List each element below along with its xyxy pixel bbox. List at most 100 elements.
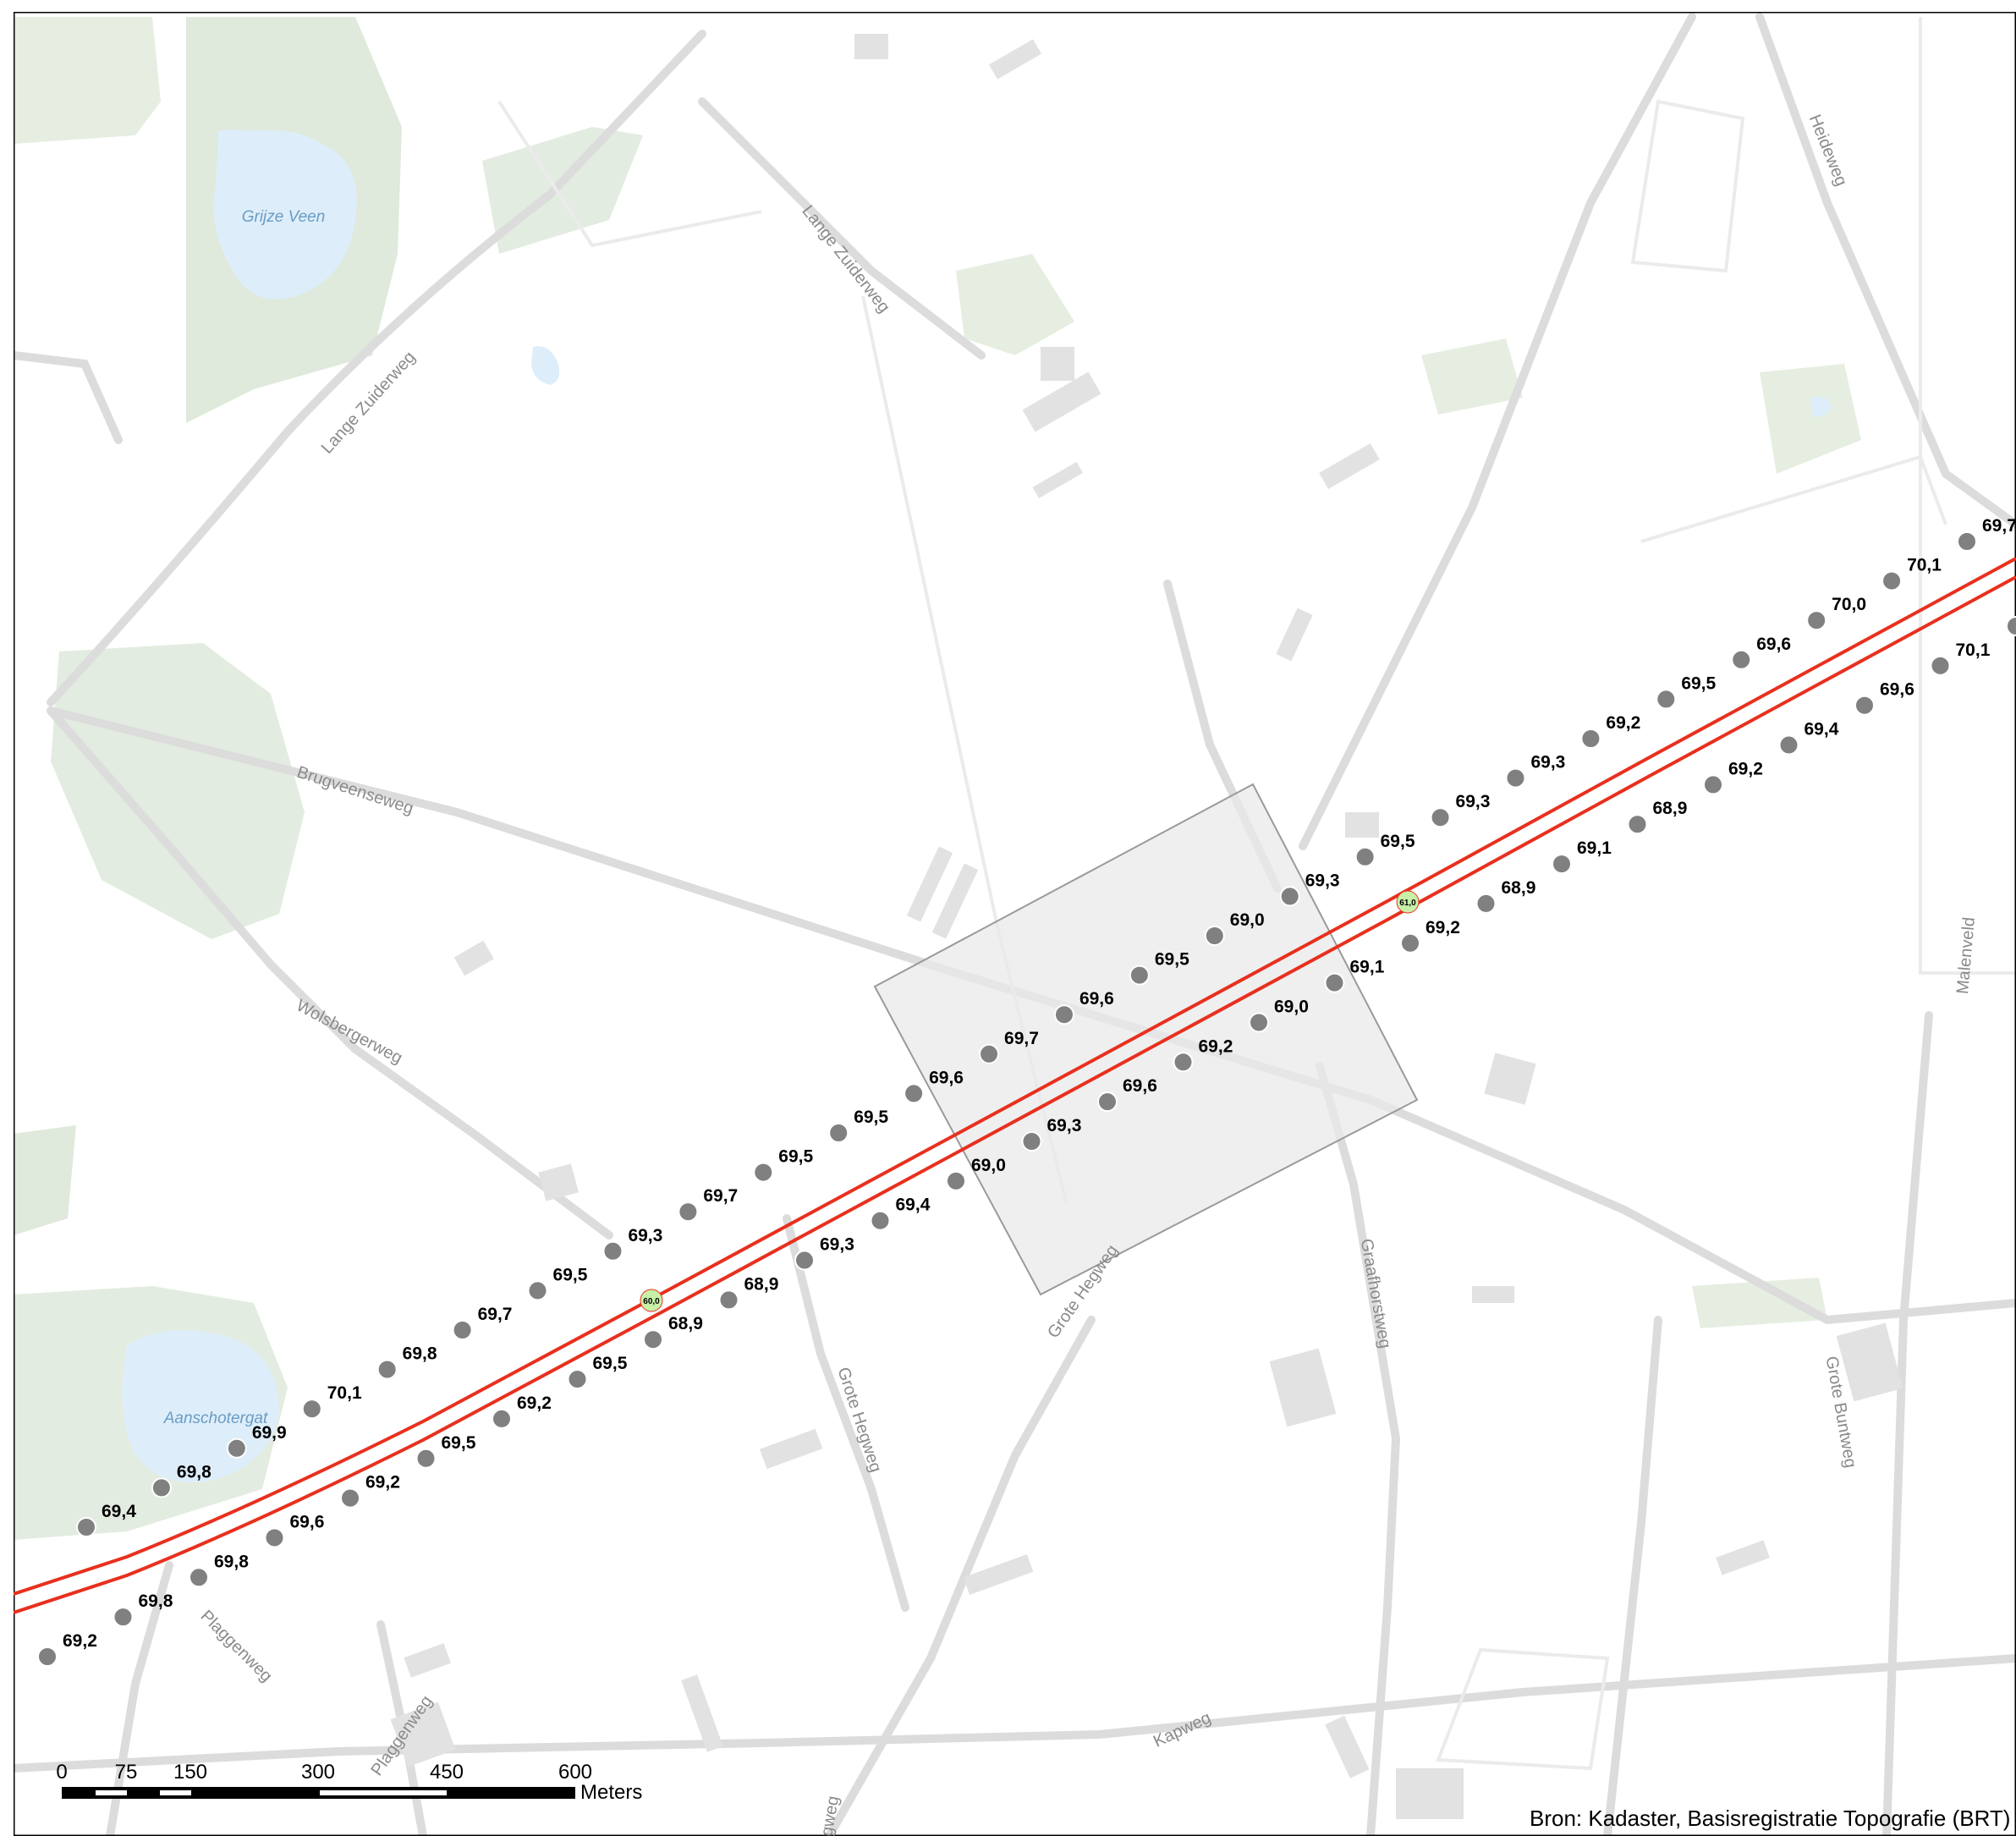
north-point-marker [1505,767,1526,789]
south-point-value: 69,2 [1199,1036,1233,1056]
north-point-value: 69,5 [1381,832,1415,851]
north-point-value: 69,4 [102,1502,136,1521]
south-point-marker [1097,1091,1118,1113]
north-point-value: 69,7 [1982,516,2016,536]
south-point-value: 69,3 [820,1235,854,1255]
north-point-value: 70,1 [1907,556,1942,575]
north-point-marker [1129,965,1150,986]
reference-point-marker [1396,890,1420,914]
north-point-value: 69,7 [478,1305,513,1324]
south-point-value: 68,9 [1502,878,1536,898]
north-point-marker [979,1043,1000,1064]
reference-point-marker [640,1289,663,1312]
south-point-value: 69,0 [1274,997,1309,1016]
north-point-marker [376,1359,398,1380]
south-point-marker [1627,814,1648,835]
south-point-marker [1400,932,1420,954]
south-point-value: 68,9 [744,1274,779,1294]
scale-tick-label: 75 [115,1761,138,1784]
north-point-value: 69,3 [1305,871,1340,890]
south-point-value: 69,4 [1805,720,1839,739]
south-point-marker [113,1607,134,1628]
railway-track [14,557,2016,1614]
south-point-value: 68,9 [668,1314,703,1333]
north-point-value: 69,8 [403,1344,437,1364]
south-point-marker [264,1527,285,1548]
south-point-value: 69,2 [365,1473,400,1492]
south-point-marker [1778,734,1799,756]
scale-tick-label: 300 [301,1761,335,1784]
north-point-value: 69,3 [1530,753,1565,772]
north-point-marker [226,1437,247,1459]
scale-tick-label: 150 [173,1761,207,1784]
south-point-value: 69,4 [896,1196,931,1215]
south-point-marker [492,1408,512,1429]
north-point-value: 70,1 [327,1383,362,1403]
north-point-marker [527,1280,548,1301]
north-point-marker [1580,728,1601,749]
north-point-value: 69,5 [1681,673,1716,693]
south-point-marker [794,1250,815,1271]
south-point-marker [567,1369,588,1390]
south-point-marker [1930,655,1951,676]
north-point-marker [1957,531,1977,552]
north-point-value: 69,5 [778,1147,813,1167]
south-point-marker [1021,1131,1042,1152]
south-point-value: 68,9 [1653,799,1688,818]
south-point-marker [415,1448,437,1469]
north-point-value: 69,9 [252,1423,287,1443]
south-point-value: 69,5 [593,1354,628,1373]
scale-unit: Meters [580,1781,642,1804]
south-point-value: 69,1 [1350,958,1385,977]
north-point-marker [452,1320,473,1340]
south-point-value: 69,6 [1880,680,1914,700]
south-point-value: 69,0 [971,1156,1006,1175]
south-point-value: 69,8 [139,1591,173,1611]
north-point-marker [1279,886,1300,907]
north-point-marker [1053,1004,1074,1025]
north-point-marker [301,1399,322,1420]
south-point-marker [189,1567,209,1588]
scale-tick-label: 450 [430,1761,464,1784]
south-point-marker [870,1210,891,1231]
south-point-marker [340,1487,360,1509]
north-point-marker [1430,807,1451,828]
north-point-value: 69,6 [929,1068,964,1087]
north-point-value: 69,7 [1004,1029,1039,1048]
north-point-value: 69,5 [1155,950,1189,970]
north-point-marker [602,1240,623,1262]
north-point-marker [1204,926,1225,946]
north-point-marker [753,1162,774,1183]
place-label: Aanschotergat [163,1410,268,1427]
south-point-marker [37,1646,58,1667]
north-point-value: 69,6 [1756,635,1791,654]
reference-point-value: 61,0 [1399,899,1416,908]
south-point-value: 69,8 [214,1552,249,1571]
south-point-value: 69,1 [1577,838,1612,858]
south-point-marker [946,1170,966,1191]
south-point-value: 69,6 [1123,1076,1157,1096]
south-point-value: 69,3 [1047,1116,1082,1135]
south-point-value: 69,2 [1728,759,1763,778]
scale-tick-label: 0 [56,1761,67,1784]
south-point-marker [1854,695,1875,716]
south-point-marker [1324,972,1345,993]
north-point-marker [151,1477,172,1498]
source-attribution: Bron: Kadaster, Basisregistratie Topogra… [1530,1806,2010,1831]
south-point-marker [718,1289,739,1311]
north-point-value: 69,3 [628,1226,662,1245]
north-point-value: 69,5 [854,1108,888,1127]
north-point-marker [1806,610,1827,631]
reference-point-value: 60,0 [643,1297,660,1306]
north-point-marker [1354,846,1376,867]
place-label: Grijze Veen [242,208,326,226]
study-area-polygon [873,783,1419,1296]
north-point-marker [678,1201,699,1223]
north-point-marker [1656,689,1677,710]
north-point-marker [904,1083,925,1104]
south-point-value: 69,2 [1425,918,1460,937]
south-point-value: 69,2 [63,1631,97,1651]
south-point-marker [2006,616,2016,636]
